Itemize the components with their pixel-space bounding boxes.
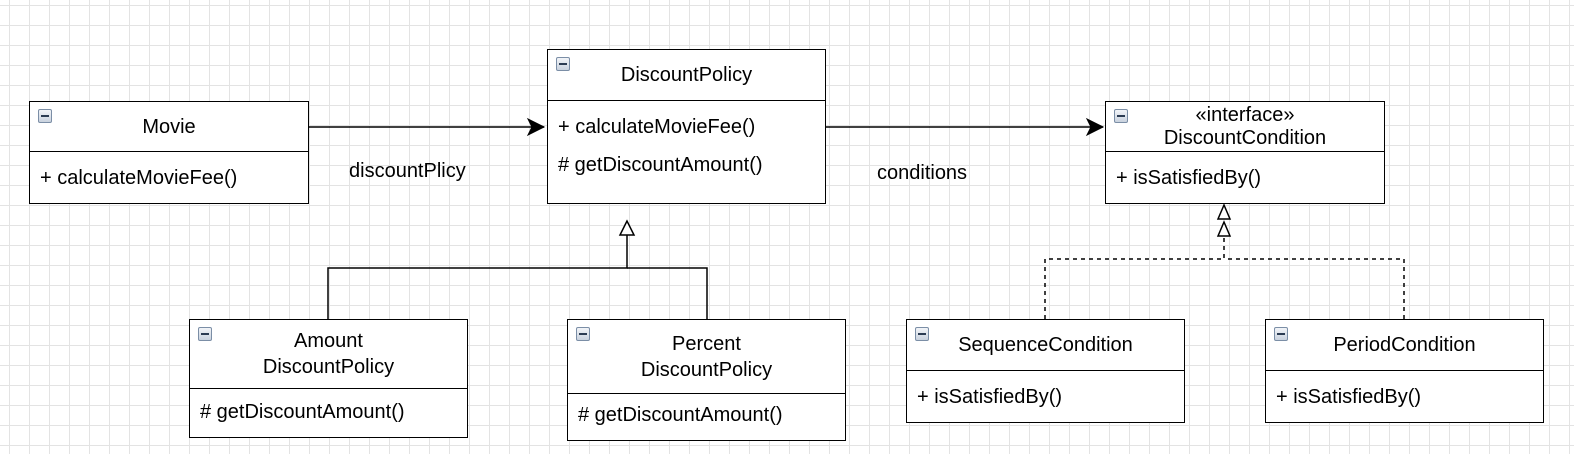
method: + isSatisfiedBy() — [917, 386, 1063, 408]
method: + isSatisfiedBy() — [1276, 386, 1422, 408]
realization-period-discountcondition — [1224, 258, 1405, 319]
class-methods: + isSatisfiedBy() — [907, 371, 1184, 422]
class-header: DiscountPolicy — [548, 50, 825, 101]
method: + calculateMovieFee() — [40, 167, 238, 189]
class-header: Movie — [30, 102, 308, 152]
collapse-icon[interactable] — [556, 57, 570, 71]
class-period-condition[interactable]: PeriodCondition + isSatisfiedBy() — [1265, 319, 1544, 423]
class-header: Amount DiscountPolicy — [190, 320, 467, 389]
generalization-amount-discountpolicy — [327, 235, 628, 319]
class-name: Movie — [142, 115, 196, 138]
stereotype: «interface» — [1195, 103, 1295, 126]
association-label-conditions: conditions — [877, 162, 968, 184]
collapse-icon[interactable] — [576, 327, 590, 341]
class-name: DiscountCondition — [1163, 126, 1327, 149]
association-arrowhead-icon — [1085, 117, 1105, 137]
collapse-icon[interactable] — [1274, 327, 1288, 341]
association-label-discount-policy: discountPlicy — [349, 160, 466, 182]
class-name: SequenceCondition — [958, 334, 1133, 356]
method: + calculateMovieFee() — [558, 116, 756, 138]
class-methods: # getDiscountAmount() — [190, 389, 467, 437]
class-methods: + calculateMovieFee() # getDiscountAmoun… — [548, 101, 825, 190]
collapse-icon[interactable] — [915, 327, 929, 341]
class-percent-discount-policy[interactable]: Percent DiscountPolicy # getDiscountAmou… — [567, 319, 846, 441]
inheritance-triangle-icon — [618, 219, 636, 236]
class-header: «interface» DiscountCondition — [1106, 102, 1384, 152]
class-sequence-condition[interactable]: SequenceCondition + isSatisfiedBy() — [906, 319, 1185, 423]
class-name: PeriodCondition — [1333, 334, 1476, 356]
class-movie[interactable]: Movie + calculateMovieFee() — [29, 101, 309, 204]
method: # getDiscountAmount() — [200, 401, 405, 423]
class-name: DiscountPolicy — [620, 64, 753, 86]
class-header: Percent DiscountPolicy — [568, 320, 845, 394]
class-methods: + isSatisfiedBy() — [1266, 371, 1543, 422]
class-methods: # getDiscountAmount() — [568, 394, 845, 440]
class-name-line2: DiscountPolicy — [262, 356, 395, 378]
interface-discount-condition[interactable]: «interface» DiscountCondition + isSatisf… — [1105, 101, 1385, 204]
class-name-line2: DiscountPolicy — [640, 358, 773, 381]
class-methods: + isSatisfiedBy() — [1106, 152, 1384, 203]
class-name-line1: Amount — [294, 330, 363, 352]
collapse-icon[interactable] — [1114, 109, 1128, 123]
collapse-icon[interactable] — [198, 327, 212, 341]
realization-sequence-discountcondition — [1044, 237, 1225, 319]
class-header: PeriodCondition — [1266, 320, 1543, 371]
realization-triangle-icon — [1216, 220, 1232, 237]
method: # getDiscountAmount() — [558, 154, 763, 176]
class-discount-policy[interactable]: DiscountPolicy + calculateMovieFee() # g… — [547, 49, 826, 204]
method: # getDiscountAmount() — [578, 404, 783, 426]
realization-triangle-icon — [1216, 203, 1232, 220]
association-arrowhead-icon — [526, 117, 546, 137]
class-amount-discount-policy[interactable]: Amount DiscountPolicy # getDiscountAmoun… — [189, 319, 468, 438]
class-name-line1: Percent — [672, 332, 741, 355]
class-methods: + calculateMovieFee() — [30, 152, 308, 203]
generalization-percent-discountpolicy — [627, 267, 708, 319]
method: + isSatisfiedBy() — [1116, 167, 1262, 189]
collapse-icon[interactable] — [38, 109, 52, 123]
class-header: SequenceCondition — [907, 320, 1184, 371]
